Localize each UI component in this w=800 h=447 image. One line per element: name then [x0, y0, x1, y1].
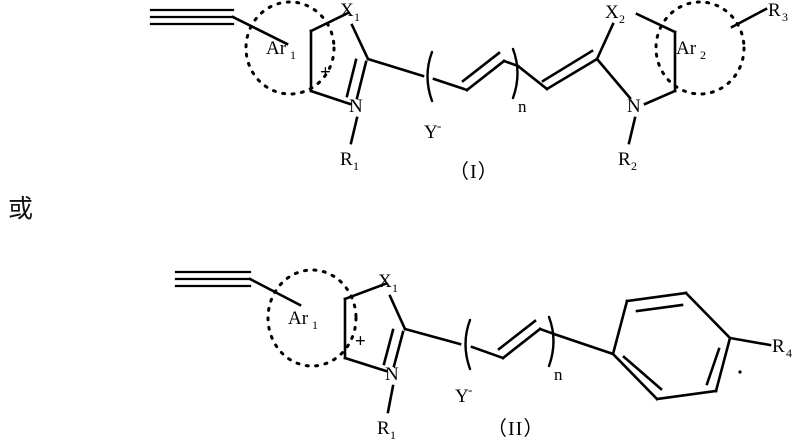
ar1-subscript-1: 1 — [290, 48, 296, 62]
r2-subscript-1: 2 — [631, 159, 637, 173]
phenyl-ring-2 — [611, 291, 732, 401]
n2-label-1: N — [627, 96, 641, 117]
x1-subscript-2: 1 — [392, 281, 398, 295]
ar2-r3-bond-1 — [730, 7, 768, 29]
r1-label-2: R — [377, 418, 390, 439]
r1-subscript-2: 1 — [390, 428, 396, 442]
methine-bond-a-2 — [403, 327, 462, 346]
r3-subscript-1: 3 — [782, 10, 788, 24]
counterion-label-2: Y — [455, 386, 469, 407]
counterion-label-1: Y — [424, 122, 438, 143]
repeat-bracket-open-1 — [426, 50, 434, 103]
r2-label-1: R — [618, 149, 631, 170]
formula-tag-2: （II） — [487, 417, 544, 440]
scan-speck — [738, 370, 742, 374]
repeat-bracket-close-2 — [547, 315, 555, 368]
r3-label-1: R — [768, 0, 781, 21]
conjunction-or: 或 — [8, 194, 34, 223]
repeat-unit-1 — [432, 51, 520, 92]
repeat-count-2: n — [554, 365, 563, 384]
methine-bond-a-1 — [366, 57, 425, 78]
n-r2-bond-1 — [627, 116, 637, 145]
alkyne-group-1 — [149, 8, 289, 46]
heterocycle-right-1 — [595, 12, 677, 106]
counterion-charge-2: - — [468, 382, 472, 397]
x1-label-1: X — [340, 0, 354, 21]
positive-charge-1: + — [320, 62, 331, 83]
chain-to-phenyl-bond-2 — [552, 332, 615, 356]
counterion-charge-1: - — [437, 118, 441, 133]
x2-label-1: X — [605, 2, 619, 23]
ar2-subscript-1: 2 — [700, 48, 706, 62]
positive-charge-2: + — [355, 331, 366, 352]
structure-formula-2: Ar 1 X 1 + N R 1 Y - — [174, 268, 792, 442]
repeat-bracket-open-2 — [464, 318, 472, 371]
heterocycle-2 — [343, 282, 407, 373]
r4-subscript-2: 4 — [786, 346, 792, 360]
x1-subscript-1: 1 — [354, 10, 360, 24]
ar1-label-1: Ar — [266, 38, 287, 59]
x1-label-2: X — [378, 271, 392, 292]
repeat-bracket-close-1 — [511, 47, 519, 100]
ar1-label-2: Ar — [288, 308, 309, 329]
r1-subscript-1: 1 — [353, 159, 359, 173]
n1-label-2: N — [385, 364, 399, 385]
n1-label-1: N — [349, 96, 363, 117]
heterocycle-left-1 — [309, 11, 370, 106]
ar1-subscript-2: 1 — [312, 318, 318, 332]
ar2-ring-1 — [654, 0, 746, 96]
phenyl-r4-bond-2 — [728, 336, 772, 347]
ar1-ring-2 — [266, 268, 358, 368]
alkyne-group-2 — [174, 270, 302, 307]
formula-tag-1: （I） — [449, 160, 499, 183]
repeat-count-1: n — [518, 97, 527, 116]
ar2-label-1: Ar — [676, 38, 697, 59]
r4-label-2: R — [772, 336, 785, 357]
methine-chain-right-1 — [516, 49, 599, 91]
n-r1-bond-1 — [349, 116, 359, 145]
x2-subscript-1: 2 — [619, 12, 625, 26]
repeat-unit-2 — [470, 319, 556, 360]
r1-label-1: R — [340, 149, 353, 170]
structure-formula-1: Ar 1 X 1 + N R 1 — [149, 0, 788, 183]
ar1-ring-1 — [244, 0, 336, 96]
n-r1-bond-2 — [386, 384, 395, 414]
